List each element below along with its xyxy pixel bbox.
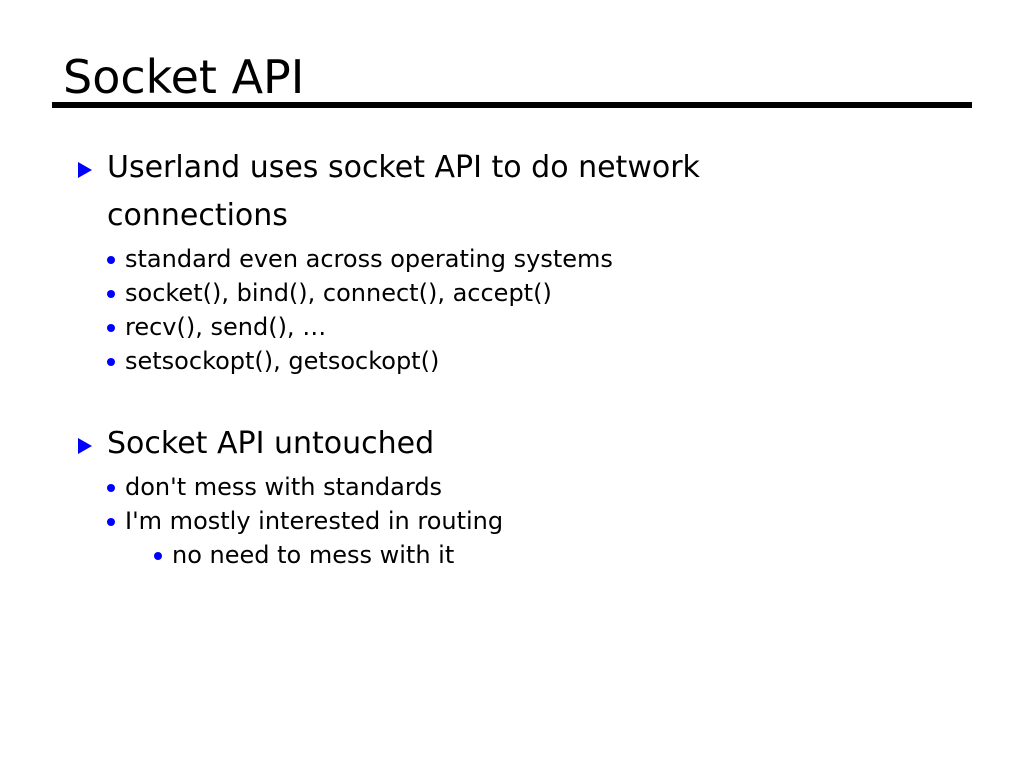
bullet-level2-item: recv(), send(), … [0, 310, 1024, 344]
bullet-level2-item: don't mess with standards [0, 470, 1024, 504]
dot-icon [107, 484, 115, 492]
bullet-section-2: Socket API untouched don't mess with sta… [0, 420, 1024, 572]
dot-icon [107, 358, 115, 366]
bullet-level2-item: I'm mostly interested in routing [0, 504, 1024, 538]
bullet-level1-item: Userland uses socket API to do network c… [0, 144, 787, 240]
title-divider [52, 102, 972, 108]
dot-icon [107, 518, 115, 526]
bullet-level2-label: setsockopt(), getsockopt() [125, 347, 440, 375]
triangle-right-icon [78, 438, 92, 454]
bullet-level1-label: Socket API untouched [107, 426, 435, 461]
dot-icon [107, 324, 115, 332]
page-title: Socket API [63, 50, 305, 104]
dot-icon [154, 552, 162, 560]
bullet-level3-label: no need to mess with it [172, 541, 455, 569]
bullet-section-1: Userland uses socket API to do network c… [0, 144, 1024, 378]
dot-icon [107, 290, 115, 298]
bullet-level2-item: setsockopt(), getsockopt() [0, 344, 1024, 378]
bullet-level2-label: I'm mostly interested in routing [125, 507, 504, 535]
bullet-level1-item: Socket API untouched [0, 420, 787, 468]
bullet-level2-label: recv(), send(), … [125, 313, 327, 341]
bullet-level2-list-2: don't mess with standards I'm mostly int… [0, 470, 1024, 572]
bullet-level3-item: no need to mess with it [0, 538, 1024, 572]
section-spacer [0, 378, 1024, 420]
slide-body: Userland uses socket API to do network c… [0, 144, 1024, 572]
bullet-level2-item: socket(), bind(), connect(), accept() [0, 276, 1024, 310]
bullet-level2-item: standard even across operating systems [0, 242, 1024, 276]
bullet-level2-label: standard even across operating systems [125, 245, 613, 273]
triangle-right-icon [78, 162, 92, 178]
bullet-level2-list-1: standard even across operating systems s… [0, 242, 1024, 378]
bullet-level1-label: Userland uses socket API to do network c… [107, 150, 700, 233]
dot-icon [107, 256, 115, 264]
bullet-level2-label: socket(), bind(), connect(), accept() [125, 279, 552, 307]
bullet-level2-label: don't mess with standards [125, 473, 443, 501]
